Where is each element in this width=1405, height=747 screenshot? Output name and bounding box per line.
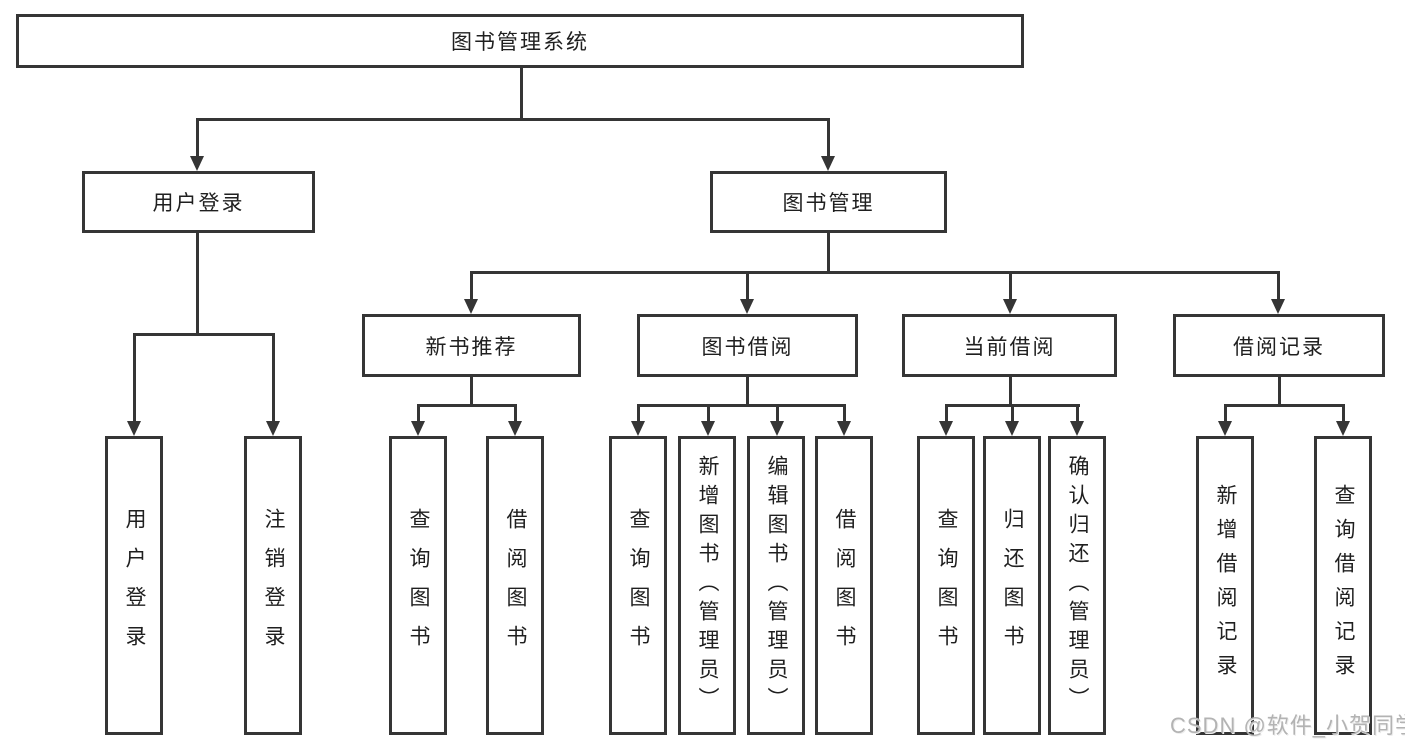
node-label: 新增图书（管理员） <box>696 455 719 716</box>
leaf-add-borrow-record: 新增借阅记录 <box>1196 436 1254 735</box>
leaf-borrow-books-recommend: 借阅图书 <box>486 436 544 735</box>
connector-stub <box>776 404 779 422</box>
arrowhead-down-icon <box>770 421 784 436</box>
connector-drop <box>470 377 473 407</box>
connector-level3-rail <box>470 271 1280 274</box>
connector-stub <box>1076 404 1079 422</box>
arrowhead-down-icon <box>1070 421 1084 436</box>
node-label: 图书管理 <box>782 192 875 215</box>
connector-stub <box>843 404 846 422</box>
connector-stub <box>1011 404 1014 422</box>
connector-rail <box>1224 404 1345 407</box>
node-label: 查询图书 <box>935 507 958 664</box>
arrowhead-down-icon <box>740 299 754 314</box>
connector-rail <box>417 404 517 407</box>
node-label: 借阅图书 <box>504 507 527 664</box>
node-borrowing-records: 借阅记录 <box>1173 314 1385 377</box>
connector-root-drop <box>520 68 523 119</box>
node-label: 归还图书 <box>1001 507 1024 664</box>
connector-stub <box>1009 271 1012 300</box>
leaf-return-books: 归还图书 <box>983 436 1041 735</box>
node-label: 用户登录 <box>123 507 146 664</box>
node-book-management: 图书管理 <box>710 171 947 233</box>
connector-login-rail <box>133 333 275 336</box>
leaf-query-borrow-record: 查询借阅记录 <box>1314 436 1372 735</box>
node-label: 借阅图书 <box>833 507 856 664</box>
node-label: 查询借阅记录 <box>1332 483 1355 688</box>
arrowhead-down-icon <box>411 421 425 436</box>
arrowhead-down-icon <box>266 421 280 436</box>
leaf-user-login: 用户登录 <box>105 436 163 735</box>
connector-stub <box>827 118 830 158</box>
leaf-edit-book-admin: 编辑图书（管理员） <box>747 436 805 735</box>
node-label: 新书推荐 <box>425 335 518 359</box>
node-label: 注销登录 <box>262 507 285 664</box>
node-label: 图书借阅 <box>701 335 794 359</box>
connector-stub <box>746 271 749 300</box>
node-label: 编辑图书（管理员） <box>765 455 788 716</box>
node-label: 查询图书 <box>407 507 430 664</box>
leaf-logout: 注销登录 <box>244 436 302 735</box>
arrowhead-down-icon <box>190 156 204 171</box>
leaf-borrow-books-borrowing: 借阅图书 <box>815 436 873 735</box>
node-book-borrowing: 图书借阅 <box>637 314 858 377</box>
connector-stub <box>1342 404 1345 422</box>
node-label: 当前借阅 <box>963 335 1056 359</box>
arrowhead-down-icon <box>1218 421 1232 436</box>
arrowhead-down-icon <box>464 299 478 314</box>
node-library-management-system: 图书管理系统 <box>16 14 1024 68</box>
leaf-query-books-current: 查询图书 <box>917 436 975 735</box>
arrowhead-down-icon <box>127 421 141 436</box>
node-label: 用户登录 <box>152 192 245 215</box>
connector-stub <box>1224 404 1227 422</box>
connector-stub <box>272 333 275 422</box>
node-label: 借阅记录 <box>1233 335 1325 359</box>
connector-level2-rail <box>196 118 830 121</box>
node-new-book-recommend: 新书推荐 <box>362 314 581 377</box>
arrowhead-down-icon <box>939 421 953 436</box>
leaf-add-book-admin: 新增图书（管理员） <box>678 436 736 735</box>
arrowhead-down-icon <box>1005 421 1019 436</box>
connector-mgmt-drop <box>827 233 830 273</box>
leaf-query-books-borrowing: 查询图书 <box>609 436 667 735</box>
node-current-borrowing: 当前借阅 <box>902 314 1117 377</box>
arrowhead-down-icon <box>821 156 835 171</box>
node-user-login: 用户登录 <box>82 171 315 233</box>
arrowhead-down-icon <box>837 421 851 436</box>
connector-stub <box>1277 271 1280 300</box>
connector-stub <box>196 118 199 158</box>
connector-rail <box>637 404 846 407</box>
arrowhead-down-icon <box>508 421 522 436</box>
node-label: 确认归还（管理员） <box>1066 455 1089 716</box>
csdn-watermark: CSDN @软件_小贺同学 <box>1170 713 1405 738</box>
connector-stub <box>417 404 420 422</box>
node-label: 查询图书 <box>627 507 650 664</box>
connector-drop <box>746 377 749 407</box>
node-label: 图书管理系统 <box>451 31 589 54</box>
connector-stub <box>133 333 136 422</box>
connector-stub <box>637 404 640 422</box>
leaf-confirm-return-admin: 确认归还（管理员） <box>1048 436 1106 735</box>
connector-drop <box>1009 377 1012 407</box>
connector-login-drop <box>196 233 199 335</box>
connector-drop <box>1278 377 1281 407</box>
connector-stub <box>945 404 948 422</box>
leaf-query-books-recommend: 查询图书 <box>389 436 447 735</box>
arrowhead-down-icon <box>1336 421 1350 436</box>
arrowhead-down-icon <box>1003 299 1017 314</box>
arrowhead-down-icon <box>631 421 645 436</box>
connector-stub <box>514 404 517 422</box>
node-label: 新增借阅记录 <box>1214 483 1237 688</box>
arrowhead-down-icon <box>701 421 715 436</box>
arrowhead-down-icon <box>1271 299 1285 314</box>
connector-stub <box>470 271 473 300</box>
connector-stub <box>707 404 710 422</box>
